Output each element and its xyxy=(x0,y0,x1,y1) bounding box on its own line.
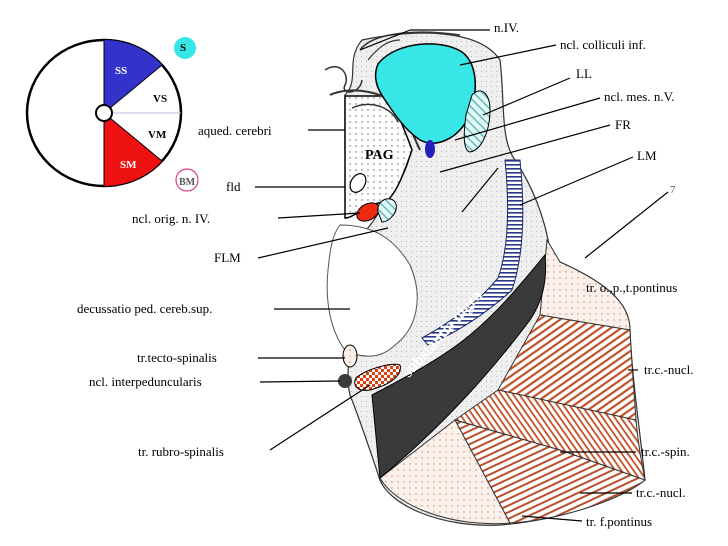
inset-sector-sm xyxy=(104,113,162,186)
inset-label-ss: SS xyxy=(115,65,128,77)
label-fld: fld xyxy=(226,179,241,194)
midbrain-section xyxy=(324,31,647,526)
label-fr: FR xyxy=(615,117,631,132)
tr-f-pontinus xyxy=(379,419,511,525)
inset-label-bm: BM xyxy=(179,177,196,188)
tr-tecto-spinalis xyxy=(342,344,358,368)
bm-badge xyxy=(175,168,199,192)
inset-label-sm: SM xyxy=(120,159,137,171)
s-badge xyxy=(174,37,196,59)
label-aqued-cerebri: aqued. cerebri xyxy=(198,123,272,138)
label-flm: FLM xyxy=(214,250,241,265)
label-tr-c-nucl-1: tr.c.-nucl. xyxy=(644,362,694,377)
label-tr-c-spin: tr.c.-spin. xyxy=(641,444,690,459)
ncl-interpeduncularis xyxy=(354,363,401,391)
fld xyxy=(349,173,367,193)
flm xyxy=(377,198,397,223)
label-lm: LM xyxy=(637,148,657,163)
label-decussatio: decussatio ped. cereb.sup. xyxy=(77,301,213,316)
label-tr-rubro-spinalis: tr. rubro-spinalis xyxy=(138,444,224,459)
label-tr-opt-pontinus: tr. o.,p.,t.pontinus xyxy=(586,280,678,295)
label-tr-tecto-spinalis: tr.tecto-spinalis xyxy=(137,350,217,365)
label-pag: PAG xyxy=(365,148,394,163)
inset-label-s: S xyxy=(180,42,187,54)
label-tr-f-pontinus: tr. f.pontinus xyxy=(586,514,653,529)
lm xyxy=(421,159,524,346)
leader-lines xyxy=(255,29,669,522)
label-ncl-mes-nv: ncl. mes. n.V. xyxy=(604,89,675,104)
ll xyxy=(463,90,491,153)
inset-sector-ss xyxy=(104,40,162,113)
orientation-inset xyxy=(25,37,199,192)
label-ncl-colliculi-inf: ncl. colliculi inf. xyxy=(560,37,646,52)
label-ll: LL xyxy=(576,66,592,81)
interpeduncular-dot xyxy=(338,374,352,388)
ncl-mes-nv xyxy=(425,140,435,158)
label-ncl-orig-n-iv: ncl. orig. n. IV. xyxy=(132,211,211,226)
label-tr-c-nucl-2: tr.c.-nucl. xyxy=(636,485,686,500)
inset-label-vm: VM xyxy=(148,129,167,141)
tr-c-nucl-area-2 xyxy=(454,419,647,524)
label-seven: 7 xyxy=(670,184,676,196)
label-ncl-interpeduncularis: ncl. interpeduncularis xyxy=(89,374,202,389)
substantia-nigra xyxy=(371,253,547,479)
ncl-colliculi-inf xyxy=(374,43,476,144)
label-n-iv: n.IV. xyxy=(494,20,520,35)
inset-label-vs: VS xyxy=(153,93,168,105)
